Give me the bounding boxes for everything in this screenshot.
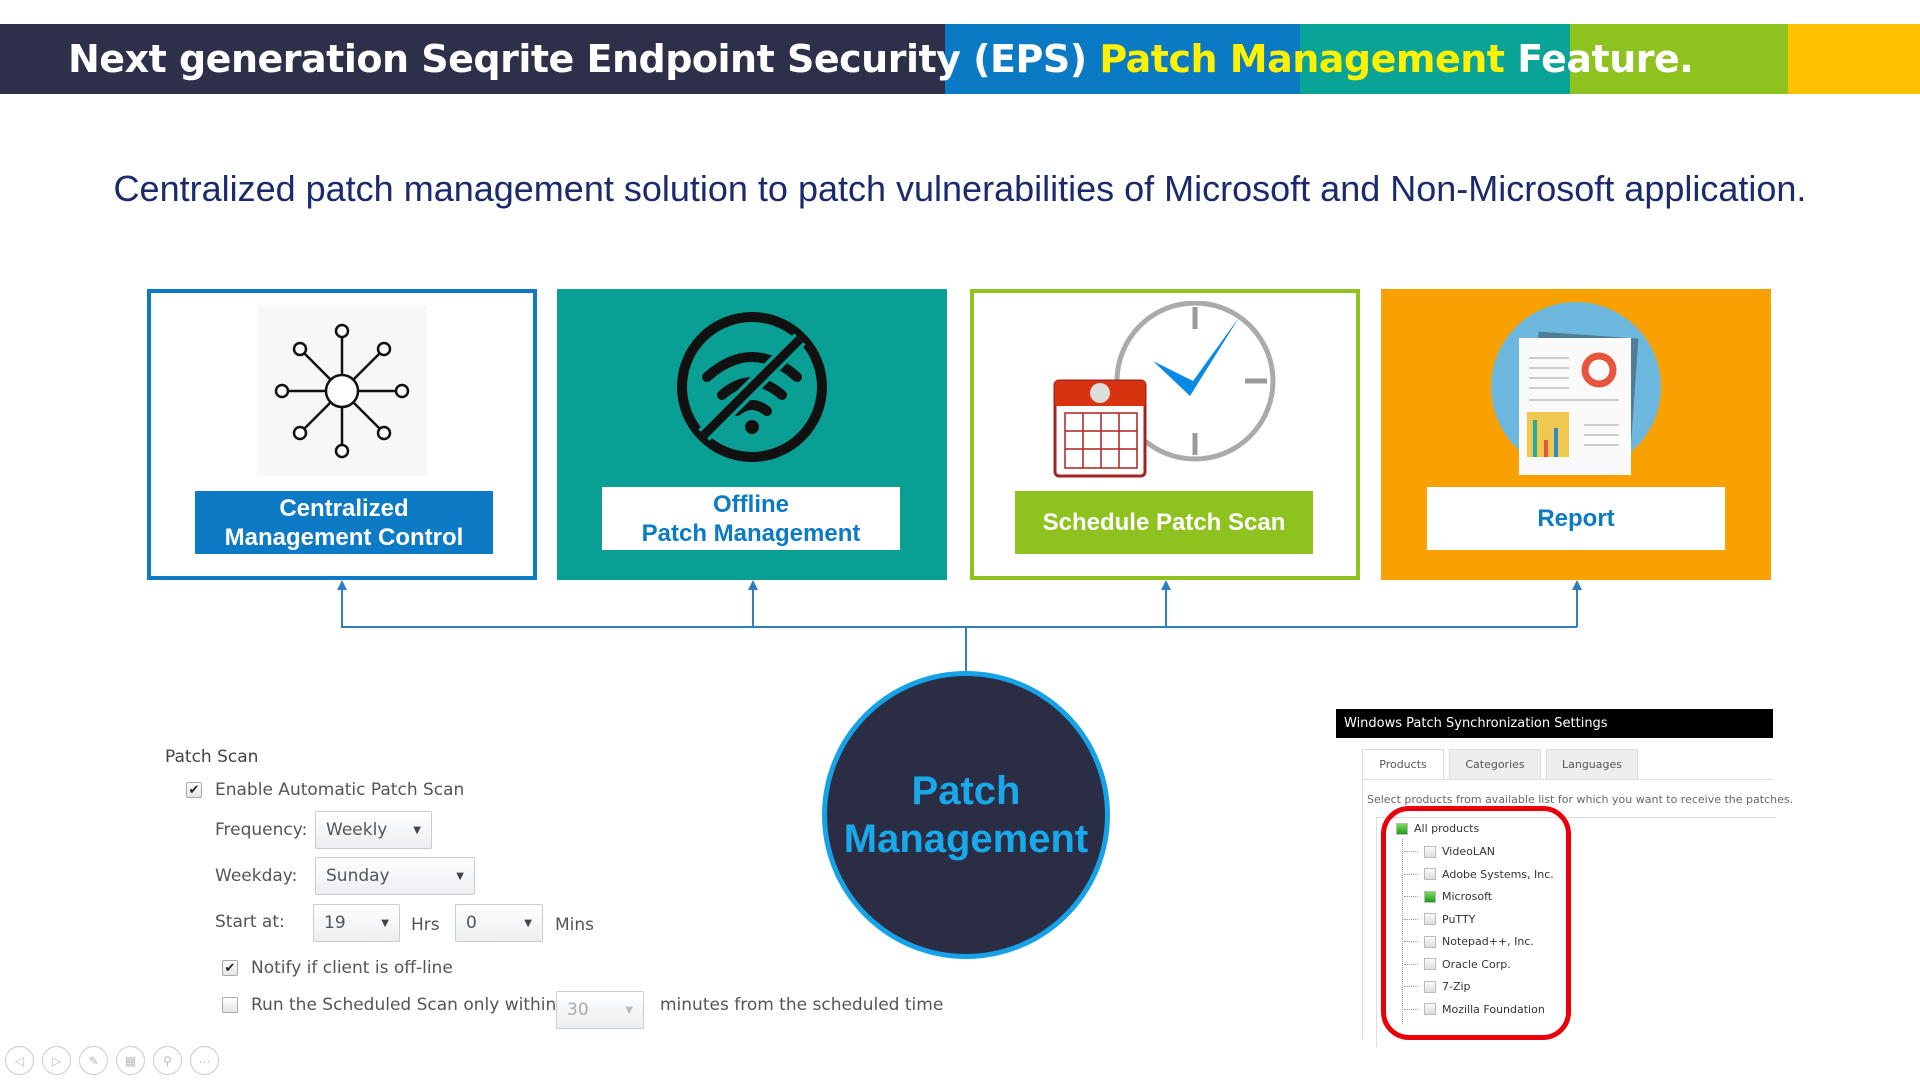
tree-item-product[interactable]: 7-Zip [1404,980,1471,993]
feature-label: Schedule Patch Scan [1015,491,1313,554]
tree-item-product[interactable]: Mozilla Foundation [1404,1003,1545,1016]
connector-line [965,626,967,672]
subtitle: Centralized patch management solution to… [113,168,1807,209]
checkbox[interactable] [1424,958,1436,970]
tree-item-product[interactable]: Microsoft [1404,890,1492,903]
start-at-label: Start at: [215,912,285,932]
tree-item-product[interactable]: VideoLAN [1404,845,1495,858]
run-within-select[interactable]: 30▼ [556,991,644,1029]
notify-offline-label: Notify if client is off-line [251,958,453,978]
chevron-down-icon: ▼ [625,1004,633,1016]
product-label: 7-Zip [1442,980,1471,993]
page-title: Next generation Seqrite Endpoint Securit… [68,37,1694,81]
feature-schedule-scan: Schedule Patch Scan [970,289,1360,580]
slides-icon[interactable]: ▦ [116,1046,145,1075]
tree-item-product[interactable]: Adobe Systems, Inc. [1404,868,1554,881]
run-within-label: Run the Scheduled Scan only within [251,995,557,1015]
product-label: VideoLAN [1442,845,1495,858]
sync-description: Select products from available list for … [1367,793,1794,806]
hours-unit: Hrs [411,915,440,935]
checkbox[interactable] [1424,845,1436,858]
windows-patch-sync-panel: Windows Patch Synchronization Settings P… [1336,709,1793,1047]
calendar-clock-icon [974,301,1356,481]
feature-report: Report [1381,289,1771,580]
weekday-select[interactable]: Sunday▼ [315,857,475,895]
checkbox[interactable] [1424,868,1436,880]
more-icon[interactable]: ··· [190,1046,219,1075]
product-label: Microsoft [1442,890,1493,903]
run-within-checkbox[interactable] [222,997,238,1013]
next-icon[interactable]: ▷ [42,1046,71,1075]
pen-icon[interactable]: ✎ [79,1046,108,1075]
tab-products[interactable]: Products [1362,749,1444,779]
tab-categories[interactable]: Categories [1449,749,1541,779]
chevron-down-icon: ▼ [413,824,421,836]
header-band [0,24,1920,94]
zoom-icon[interactable]: ⚲ [153,1046,182,1075]
checkbox[interactable] [1424,1003,1436,1015]
tree-item-product[interactable]: Notepad++, Inc. [1404,935,1534,948]
chevron-down-icon: ▼ [524,917,532,929]
product-tree [1376,817,1776,1047]
checkbox[interactable] [1424,980,1436,993]
highlight-annotation [1381,806,1571,1040]
notify-offline-checkbox[interactable]: ✔ [222,960,238,976]
sync-panel-title: Windows Patch Synchronization Settings [1336,709,1773,738]
frequency-select[interactable]: Weekly▼ [315,811,432,849]
previous-icon[interactable]: ◁ [5,1046,34,1075]
enable-auto-scan-checkbox[interactable]: ✔ [186,782,202,798]
enable-auto-scan-label: Enable Automatic Patch Scan [215,780,465,800]
connector-line [341,626,1577,628]
connector-line [1165,590,1167,627]
arrow-up-icon [748,580,758,590]
tree-item-product[interactable]: Oracle Corp. [1404,958,1511,971]
connector-line [341,590,343,627]
tab-languages[interactable]: Languages [1546,749,1638,779]
arrow-up-icon [1161,580,1171,590]
product-label: Notepad++, Inc. [1442,935,1534,948]
hours-select[interactable]: 19▼ [313,904,400,942]
product-label: Oracle Corp. [1442,957,1511,971]
patch-scan-title: Patch Scan [165,747,259,767]
minutes-select[interactable]: 0▼ [455,904,543,942]
checkbox[interactable] [1424,913,1436,925]
arrow-up-icon [1572,580,1582,590]
weekday-label: Weekday: [215,866,298,886]
no-wifi-icon [557,297,947,477]
report-document-icon [1381,297,1771,477]
frequency-label: Frequency: [215,820,308,840]
chevron-down-icon: ▼ [381,917,389,929]
feature-label: Report [1427,487,1725,550]
checkbox[interactable] [1424,935,1436,948]
connector-line [752,590,754,627]
tree-item-product[interactable]: PuTTY [1404,913,1475,926]
checkbox[interactable] [1424,890,1436,903]
product-label: Mozilla Foundation [1442,1002,1545,1016]
product-label: Adobe Systems, Inc. [1442,867,1554,881]
product-label: PuTTY [1442,912,1476,926]
connector-line [1576,590,1578,627]
minutes-unit: Mins [555,915,595,935]
run-within-suffix: minutes from the scheduled time [660,995,944,1015]
chevron-down-icon: ▼ [456,870,464,882]
arrow-up-icon [337,580,347,590]
network-hub-icon [151,301,533,481]
slideshow-nav: ◁ ▷ ✎ ▦ ⚲ ··· [5,1046,219,1075]
